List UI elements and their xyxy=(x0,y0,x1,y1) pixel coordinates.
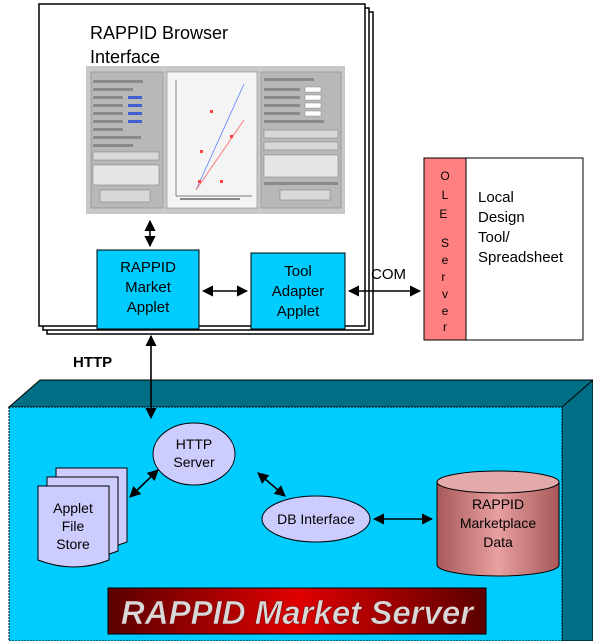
ole-server-box xyxy=(423,157,467,341)
server-banner xyxy=(107,587,487,635)
http-server-ellipse xyxy=(152,422,236,486)
tool-adapter-applet-box xyxy=(250,252,346,330)
marketplace-data-cylinder xyxy=(436,470,560,577)
market-applet-box xyxy=(96,249,200,330)
browser-title: RAPPID Browser xyxy=(90,23,228,43)
http-label: HTTP xyxy=(73,354,112,371)
arrow-http-filestore xyxy=(129,469,159,498)
browser-title-line2: Interface xyxy=(90,47,160,67)
db-interface-ellipse xyxy=(261,495,371,543)
file-store-stack xyxy=(37,467,128,568)
browser-screenshot-thumbnail xyxy=(86,66,345,214)
server-banner-label: RAPPID Market Server xyxy=(121,594,475,631)
db-interface-label: DB Interface xyxy=(277,511,355,527)
arrows xyxy=(129,219,434,525)
arrow-http-db xyxy=(257,472,286,497)
com-label: COM xyxy=(371,266,406,283)
